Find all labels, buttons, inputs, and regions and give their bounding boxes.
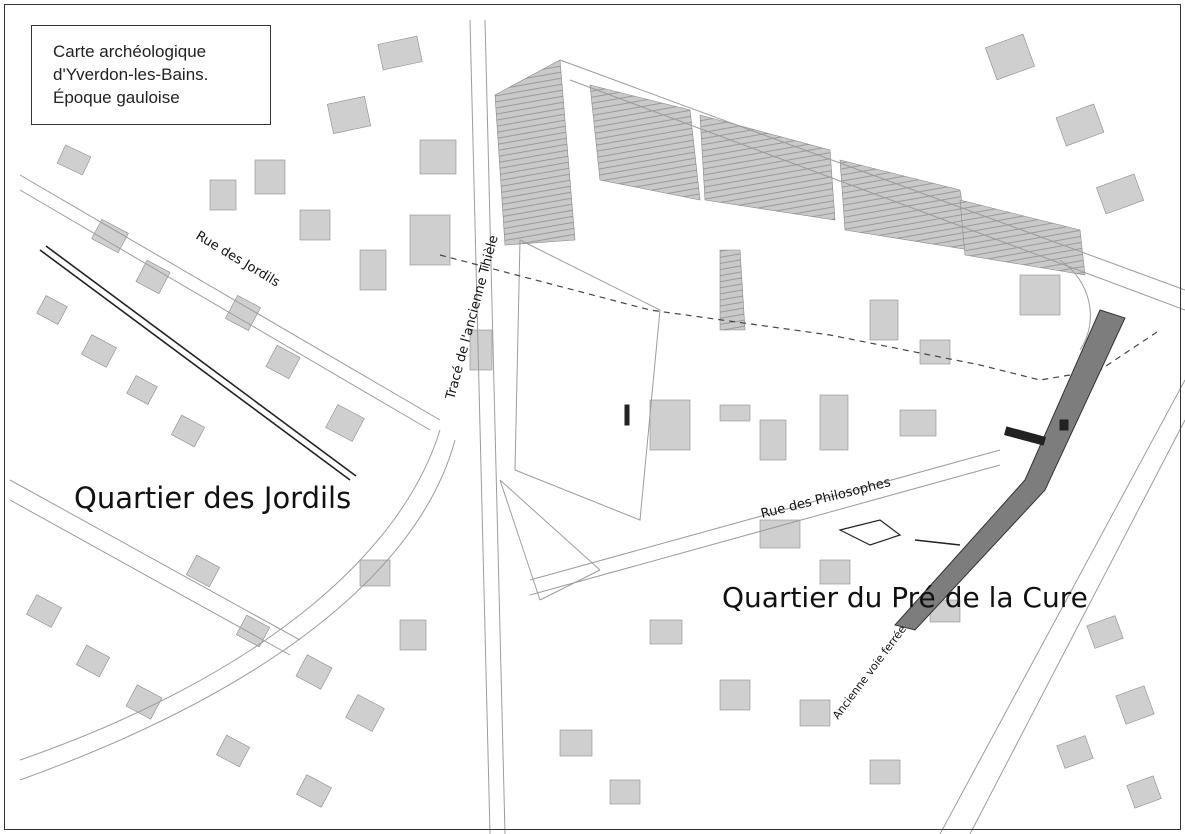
map-title-line-3: Époque gauloise — [53, 88, 180, 107]
district-label-pre-de-la-cure: Quartier du Pré de la Cure — [722, 581, 1088, 614]
map-title-line-1: Carte archéologique — [53, 42, 207, 61]
street-network — [9, 19, 1185, 834]
railway-strip — [894, 309, 1126, 631]
district-label-jordils: Quartier des Jordils — [74, 481, 351, 515]
map-title-line-2: d'Yverdon-les-Bains. — [53, 65, 209, 84]
excavation-marks — [624, 404, 1069, 546]
map-title-box: Carte archéologique d'Yverdon-les-Bains.… — [31, 25, 271, 125]
building-blocks — [26, 33, 1162, 809]
rue-jordils-feature — [39, 245, 357, 481]
